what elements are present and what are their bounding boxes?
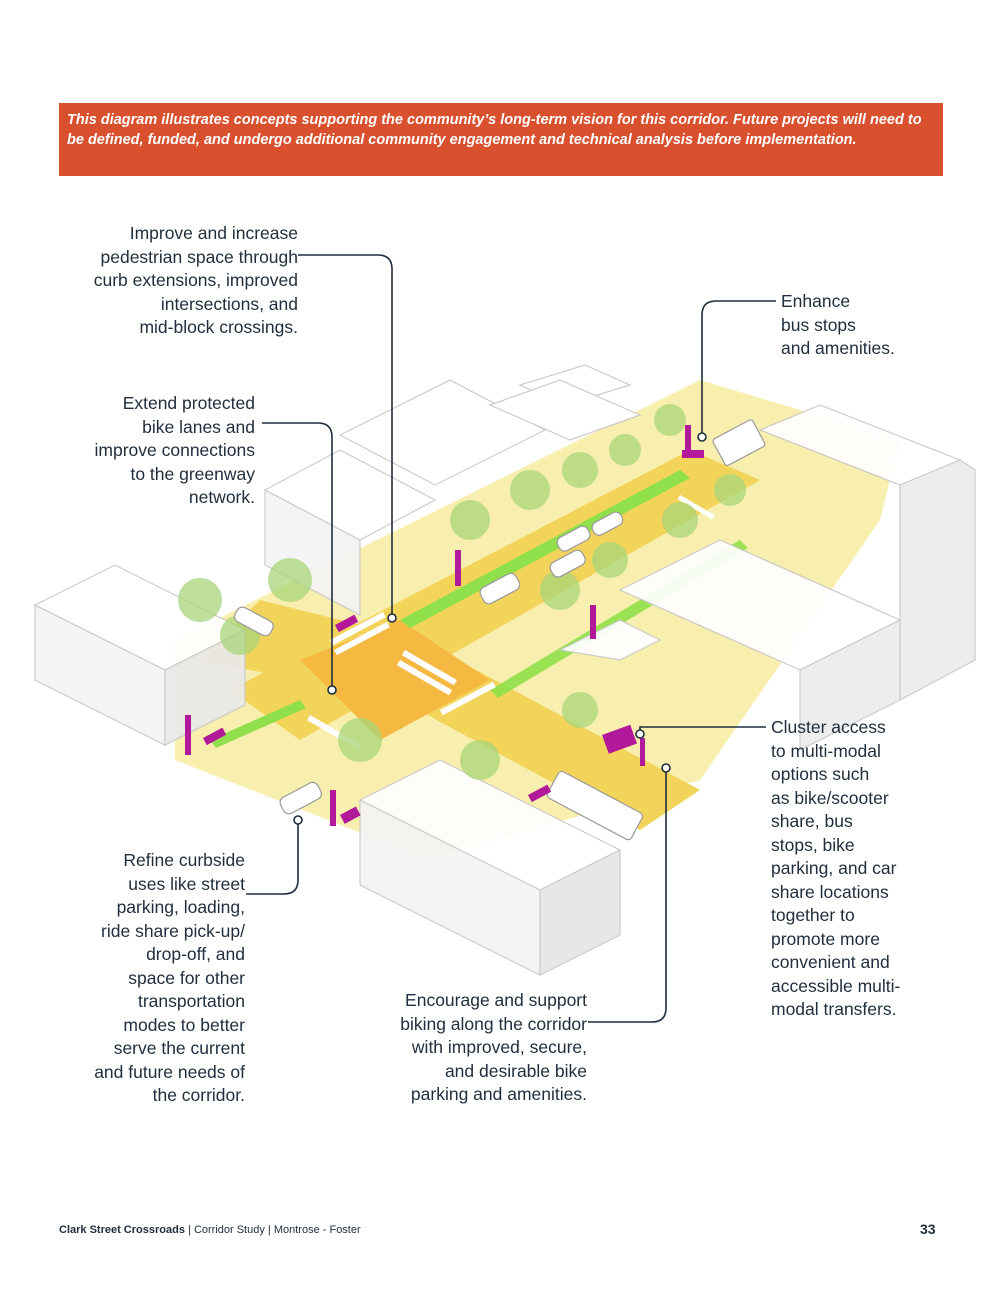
callout-pedestrian-space: Improve and increase pedestrian space th… [93, 223, 298, 337]
buildings [33, 364, 976, 976]
footer-separator: | [264, 1224, 274, 1236]
callout-multimodal-access: Cluster access to multi-modal options su… [771, 717, 901, 1019]
street-trees [178, 404, 746, 780]
crosswalks [307, 495, 715, 751]
callout-biking-support: Encourage and support biking along the c… [400, 990, 587, 1104]
footer-location: Montrose - Foster [273, 1224, 361, 1236]
page-number: 33 [920, 1221, 936, 1237]
footer: Clark Street Crossroads | Corridor Study… [59, 1224, 361, 1236]
leader-curbside [246, 820, 299, 895]
street-amenities [185, 425, 704, 826]
leader-pedestrian [298, 254, 393, 615]
leader-bus-stops [701, 300, 776, 437]
footer-separator: | [184, 1224, 194, 1236]
callout-curbside-uses: Refine curbside uses like street parking… [94, 850, 245, 1105]
intersection [300, 620, 490, 740]
vehicles [234, 419, 766, 841]
callout-protected-bike-lanes: Extend protected bike lanes and improve … [94, 393, 256, 507]
footer-title: Clark Street Crossroads [59, 1224, 185, 1236]
leader-bike-lanes [262, 422, 333, 690]
leader-biking [588, 770, 667, 1023]
leader-endpoints [293, 432, 707, 825]
footer-study: Corridor Study [193, 1224, 265, 1236]
disclaimer-banner: This diagram illustrates concepts suppor… [59, 103, 943, 176]
bike-lane-south [210, 700, 306, 748]
bike-lane-north [400, 470, 690, 628]
leader-lines [246, 254, 776, 1023]
callout-bus-stops: Enhance bus stops and amenities. [781, 291, 895, 358]
